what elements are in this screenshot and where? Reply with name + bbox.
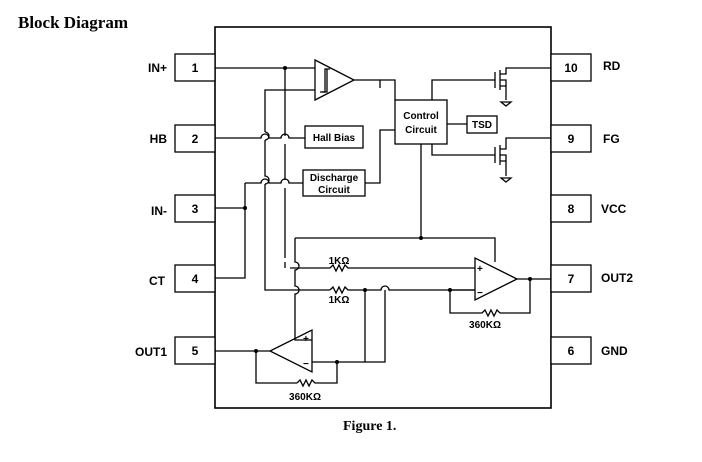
out1-opamp: + − bbox=[268, 328, 313, 374]
pin-6-label: GND bbox=[601, 344, 628, 358]
fg-transistor bbox=[494, 137, 551, 183]
pin-10-number: 10 bbox=[564, 61, 578, 75]
junction-dot bbox=[243, 206, 247, 210]
svg-text:Control: Control bbox=[403, 111, 439, 122]
pin-1: 1 IN+ bbox=[148, 53, 216, 82]
pin-10: 10 RD bbox=[550, 53, 621, 82]
pin-5-number: 5 bbox=[192, 344, 199, 358]
out2-opamp: + − bbox=[474, 256, 519, 302]
pin-10-label: RD bbox=[603, 59, 621, 73]
svg-text:+: + bbox=[477, 264, 483, 275]
pin-9: 9 FG bbox=[550, 124, 620, 153]
resistor-1k-upper-label: 1KΩ bbox=[329, 256, 350, 267]
svg-text:Hall Bias: Hall Bias bbox=[313, 133, 356, 144]
diagram-heading: Block Diagram bbox=[18, 13, 129, 32]
pin-4-label: CT bbox=[149, 274, 166, 288]
discharge-circuit-block: Discharge Circuit bbox=[302, 169, 366, 197]
wire-comp-out bbox=[354, 79, 381, 88]
pin-1-number: 1 bbox=[192, 61, 199, 75]
pin-7-label: OUT2 bbox=[601, 271, 633, 285]
resistor-360k-out1-label: 360KΩ bbox=[289, 392, 321, 403]
pin-4: 4 CT bbox=[149, 264, 216, 293]
pin-2-number: 2 bbox=[192, 132, 199, 146]
resistor-1k-upper bbox=[329, 263, 475, 273]
wire-control-fg bbox=[431, 144, 495, 156]
pin-6: 6 GND bbox=[550, 336, 628, 365]
control-circuit-block: Control Circuit bbox=[394, 99, 448, 145]
pin-8: 8 VCC bbox=[550, 194, 627, 223]
resistor-360k-out2-label: 360KΩ bbox=[469, 320, 501, 331]
pin-6-number: 6 bbox=[568, 344, 575, 358]
pin-8-number: 8 bbox=[568, 202, 575, 216]
pin-1-label: IN+ bbox=[148, 61, 167, 75]
svg-text:Circuit: Circuit bbox=[405, 125, 437, 136]
pin-2-label: HB bbox=[150, 132, 168, 146]
hall-comparator bbox=[314, 58, 356, 102]
rd-transistor bbox=[494, 67, 551, 107]
svg-text:Circuit: Circuit bbox=[318, 185, 350, 196]
wire-discharge-control bbox=[365, 129, 395, 184]
pin-3: 3 IN- bbox=[151, 194, 216, 223]
svg-text:TSD: TSD bbox=[472, 120, 492, 131]
hall-bias-block: Hall Bias bbox=[304, 125, 364, 149]
pin-5-label: OUT1 bbox=[135, 345, 167, 359]
pin-5: 5 OUT1 bbox=[135, 336, 216, 365]
resistor-360k-out2 bbox=[449, 289, 501, 318]
junction-dot bbox=[448, 288, 452, 292]
resistor-1k-lower bbox=[329, 285, 475, 295]
wire-bias-loop bbox=[295, 237, 496, 262]
pin-2: 2 HB bbox=[150, 124, 216, 153]
pin-8-label: VCC bbox=[601, 202, 627, 216]
pin-7-number: 7 bbox=[568, 272, 575, 286]
svg-text:−: − bbox=[477, 288, 483, 299]
resistor-1k-lower-label: 1KΩ bbox=[329, 295, 350, 306]
pin-3-label: IN- bbox=[151, 204, 167, 218]
tsd-block: TSD bbox=[466, 115, 498, 134]
figure-caption: Figure 1. bbox=[343, 419, 397, 434]
pin-7: 7 OUT2 bbox=[550, 264, 633, 293]
wire-ct-discharge bbox=[245, 178, 303, 184]
junction-dot bbox=[363, 288, 367, 292]
wire-hb bbox=[215, 133, 305, 139]
wire-control-rd bbox=[431, 79, 495, 100]
resistor-360k-out1 bbox=[296, 362, 338, 388]
svg-text:Discharge: Discharge bbox=[310, 173, 359, 184]
pin-9-number: 9 bbox=[568, 132, 575, 146]
wire-comp-minus bbox=[264, 89, 315, 132]
pin-9-label: FG bbox=[603, 132, 620, 146]
pin-3-number: 3 bbox=[192, 202, 199, 216]
pin-4-number: 4 bbox=[192, 272, 199, 286]
svg-text:−: − bbox=[303, 359, 309, 370]
